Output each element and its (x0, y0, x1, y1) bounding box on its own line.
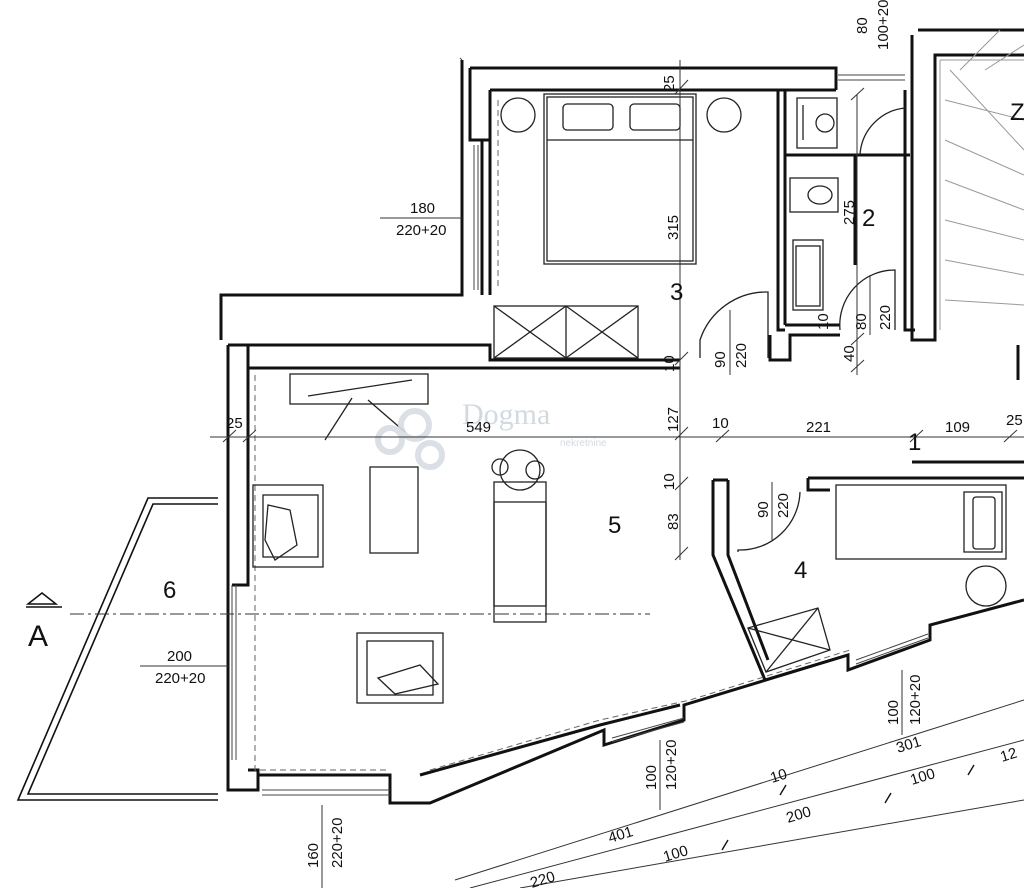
dim-d12: 12 (998, 745, 1019, 766)
svg-text:100: 100 (643, 765, 660, 790)
svg-text:90: 90 (755, 501, 772, 518)
staircase (939, 29, 1024, 330)
dim-v40: 40 (841, 345, 858, 362)
dim-d100b: 100 (661, 842, 690, 866)
window-label-right: 100 120+20 (885, 670, 924, 735)
exterior-walls (219, 28, 1024, 805)
dim-v10c: 10 (815, 313, 832, 330)
doors (699, 107, 906, 552)
svg-text:90: 90 (712, 351, 729, 368)
coffee-table (369, 466, 419, 554)
dim-v10b: 10 (661, 473, 678, 490)
svg-text:220+20: 220+20 (329, 818, 346, 868)
room-label-1: 1 (908, 429, 921, 456)
section-mark-a: A (25, 592, 62, 653)
watermark-sub: nekretnine (560, 438, 607, 449)
dim-h221: 221 (806, 419, 831, 436)
watermark-brand: Dogma (462, 398, 550, 431)
svg-text:160: 160 (305, 843, 322, 868)
svg-text:80: 80 (853, 313, 870, 330)
dim-d220: 220 (528, 868, 557, 888)
armchair-bottom (356, 632, 444, 704)
svg-text:220: 220 (775, 493, 792, 518)
window-label-mid: 100 120+20 (643, 740, 680, 810)
room-label-4: 4 (794, 557, 807, 584)
door-label-room4: 90 220 (755, 482, 792, 540)
dim-d100a: 100 (908, 765, 937, 789)
svg-text:80: 80 (854, 17, 871, 34)
svg-text:100+20: 100+20 (875, 0, 892, 50)
room4-round-table (965, 565, 1007, 607)
nightstand-lamp-right (706, 97, 742, 133)
single-bed (835, 484, 1007, 560)
dim-h25r: 25 (1006, 412, 1023, 429)
room-label-3: 3 (670, 279, 683, 306)
dim-h109: 109 (945, 419, 970, 436)
window-label-balcony: 200 220+20 (140, 648, 228, 687)
dim-v315: 315 (665, 215, 682, 240)
svg-text:180: 180 (410, 200, 435, 217)
dimension-lines (210, 60, 1024, 888)
balcony-outline (16, 497, 218, 801)
svg-text:220+20: 220+20 (396, 222, 446, 239)
dim-h10: 10 (712, 415, 729, 432)
svg-text:120+20: 120+20 (907, 675, 924, 725)
svg-text:A: A (28, 620, 48, 653)
svg-text:120+20: 120+20 (663, 740, 680, 790)
window-label-left: 180 220+20 (380, 200, 462, 239)
dim-d301: 301 (894, 733, 923, 757)
window-lines (231, 57, 929, 796)
dim-d10: 10 (768, 766, 789, 787)
door-label-room3: 90 220 (712, 310, 750, 375)
inner-dashed-line-bottom (429, 649, 851, 771)
tv-unit (289, 373, 429, 441)
armchair-left (252, 484, 324, 568)
room-label-z: Z (1010, 99, 1024, 126)
room-label-5: 5 (608, 512, 621, 539)
dim-h549: 549 (466, 419, 491, 436)
nightstand-lamp-left (500, 97, 536, 133)
bathroom-fixtures (789, 97, 839, 311)
watermark: Dogma nekretnine (375, 398, 607, 470)
svg-text:220+20: 220+20 (155, 670, 205, 687)
dim-d200: 200 (784, 803, 813, 827)
dim-d401: 401 (606, 823, 635, 847)
wardrobe (493, 305, 639, 359)
svg-text:200: 200 (167, 648, 192, 665)
window-label-bottom: 160 220+20 (305, 805, 346, 888)
window-label-top: 80 100+20 (854, 0, 892, 50)
dim-v275: 275 (841, 200, 858, 225)
dim-h25: 25 (226, 415, 243, 432)
dim-v10a: 10 (661, 355, 678, 372)
dim-v127: 127 (665, 407, 682, 432)
svg-text:220: 220 (733, 343, 750, 368)
room4-wardrobe (747, 607, 831, 673)
sofa (491, 449, 547, 623)
inner-dashed-line (254, 375, 390, 771)
room-label-2: 2 (862, 205, 875, 232)
svg-text:220: 220 (877, 305, 894, 330)
room-label-6: 6 (163, 577, 176, 604)
dim-v83: 83 (665, 513, 682, 530)
door-label-room2: 80 220 (853, 275, 894, 335)
dim-v25: 25 (661, 75, 678, 92)
svg-text:100: 100 (885, 700, 902, 725)
